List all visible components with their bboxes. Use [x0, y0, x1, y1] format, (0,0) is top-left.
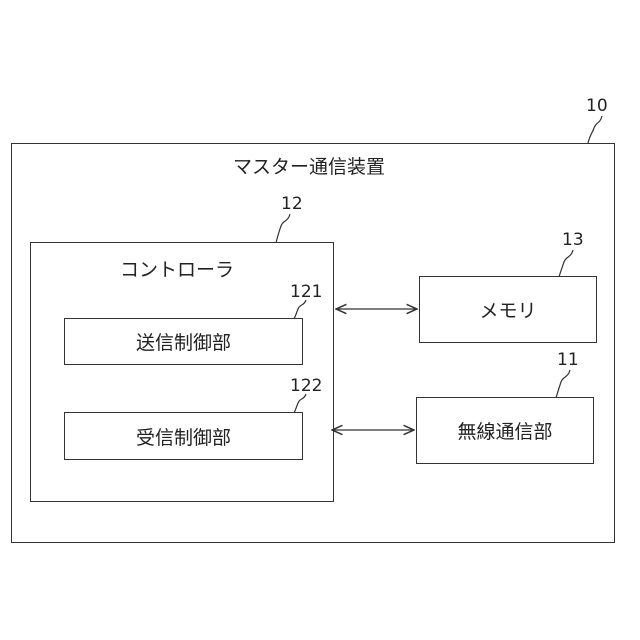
controller-ref-leader — [276, 214, 290, 243]
tx-control-ref-leader — [294, 300, 306, 319]
memory-ref-leader — [559, 250, 573, 277]
device-ref-leader — [588, 116, 602, 143]
rx-control-ref-leader — [294, 394, 306, 413]
wireless-ref-leader — [556, 370, 570, 398]
